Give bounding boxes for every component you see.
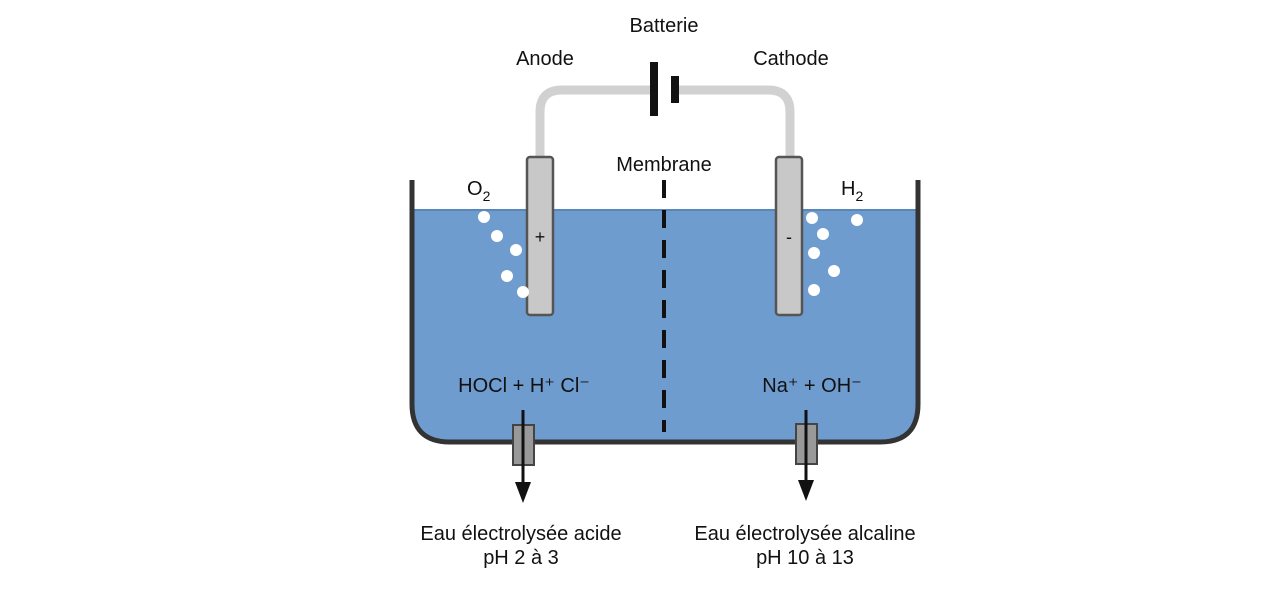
minus-sign: - xyxy=(786,227,792,247)
hydrogen-label: H2 xyxy=(841,178,863,204)
plus-sign: + xyxy=(535,227,546,247)
cathode-electrode xyxy=(774,155,804,317)
anode-solution-label: HOCl + H⁺ Cl⁻ xyxy=(458,375,590,397)
hydrogen-base: H xyxy=(841,178,855,200)
bubble xyxy=(806,212,818,224)
alkaline-output-line1: Eau électrolysée alcaline xyxy=(694,523,915,545)
hydrogen-bubbles xyxy=(806,212,863,296)
battery-label: Batterie xyxy=(630,15,699,37)
tank xyxy=(409,180,921,445)
bubble xyxy=(808,284,820,296)
bubble xyxy=(828,265,840,277)
bubble xyxy=(510,244,522,256)
bubble xyxy=(517,286,529,298)
cathode-label: Cathode xyxy=(753,48,829,70)
oxygen-base: O xyxy=(467,178,483,200)
cathode-solution-label: Na⁺ + OH⁻ xyxy=(762,375,861,397)
acid-output-line2: pH 2 à 3 xyxy=(483,547,559,569)
membrane-label: Membrane xyxy=(616,154,712,176)
oxygen-bubbles xyxy=(478,211,529,298)
acid-output-line1: Eau électrolysée acide xyxy=(420,523,621,545)
bubble xyxy=(808,247,820,259)
bubble xyxy=(501,270,513,282)
bubble xyxy=(491,230,503,242)
hydrogen-subscript: 2 xyxy=(855,188,863,204)
acid-outflow-arrow xyxy=(515,410,531,503)
anode-label: Anode xyxy=(516,48,574,70)
bubble xyxy=(817,228,829,240)
battery-icon xyxy=(650,62,679,116)
bubble xyxy=(478,211,490,223)
oxygen-subscript: 2 xyxy=(483,188,491,204)
oxygen-label: O2 xyxy=(467,178,491,204)
wire xyxy=(535,85,795,157)
alkaline-output-line2: pH 10 à 13 xyxy=(756,547,854,569)
alkaline-outflow-arrow xyxy=(798,410,814,501)
bubble xyxy=(851,214,863,226)
anode-electrode xyxy=(525,155,555,317)
